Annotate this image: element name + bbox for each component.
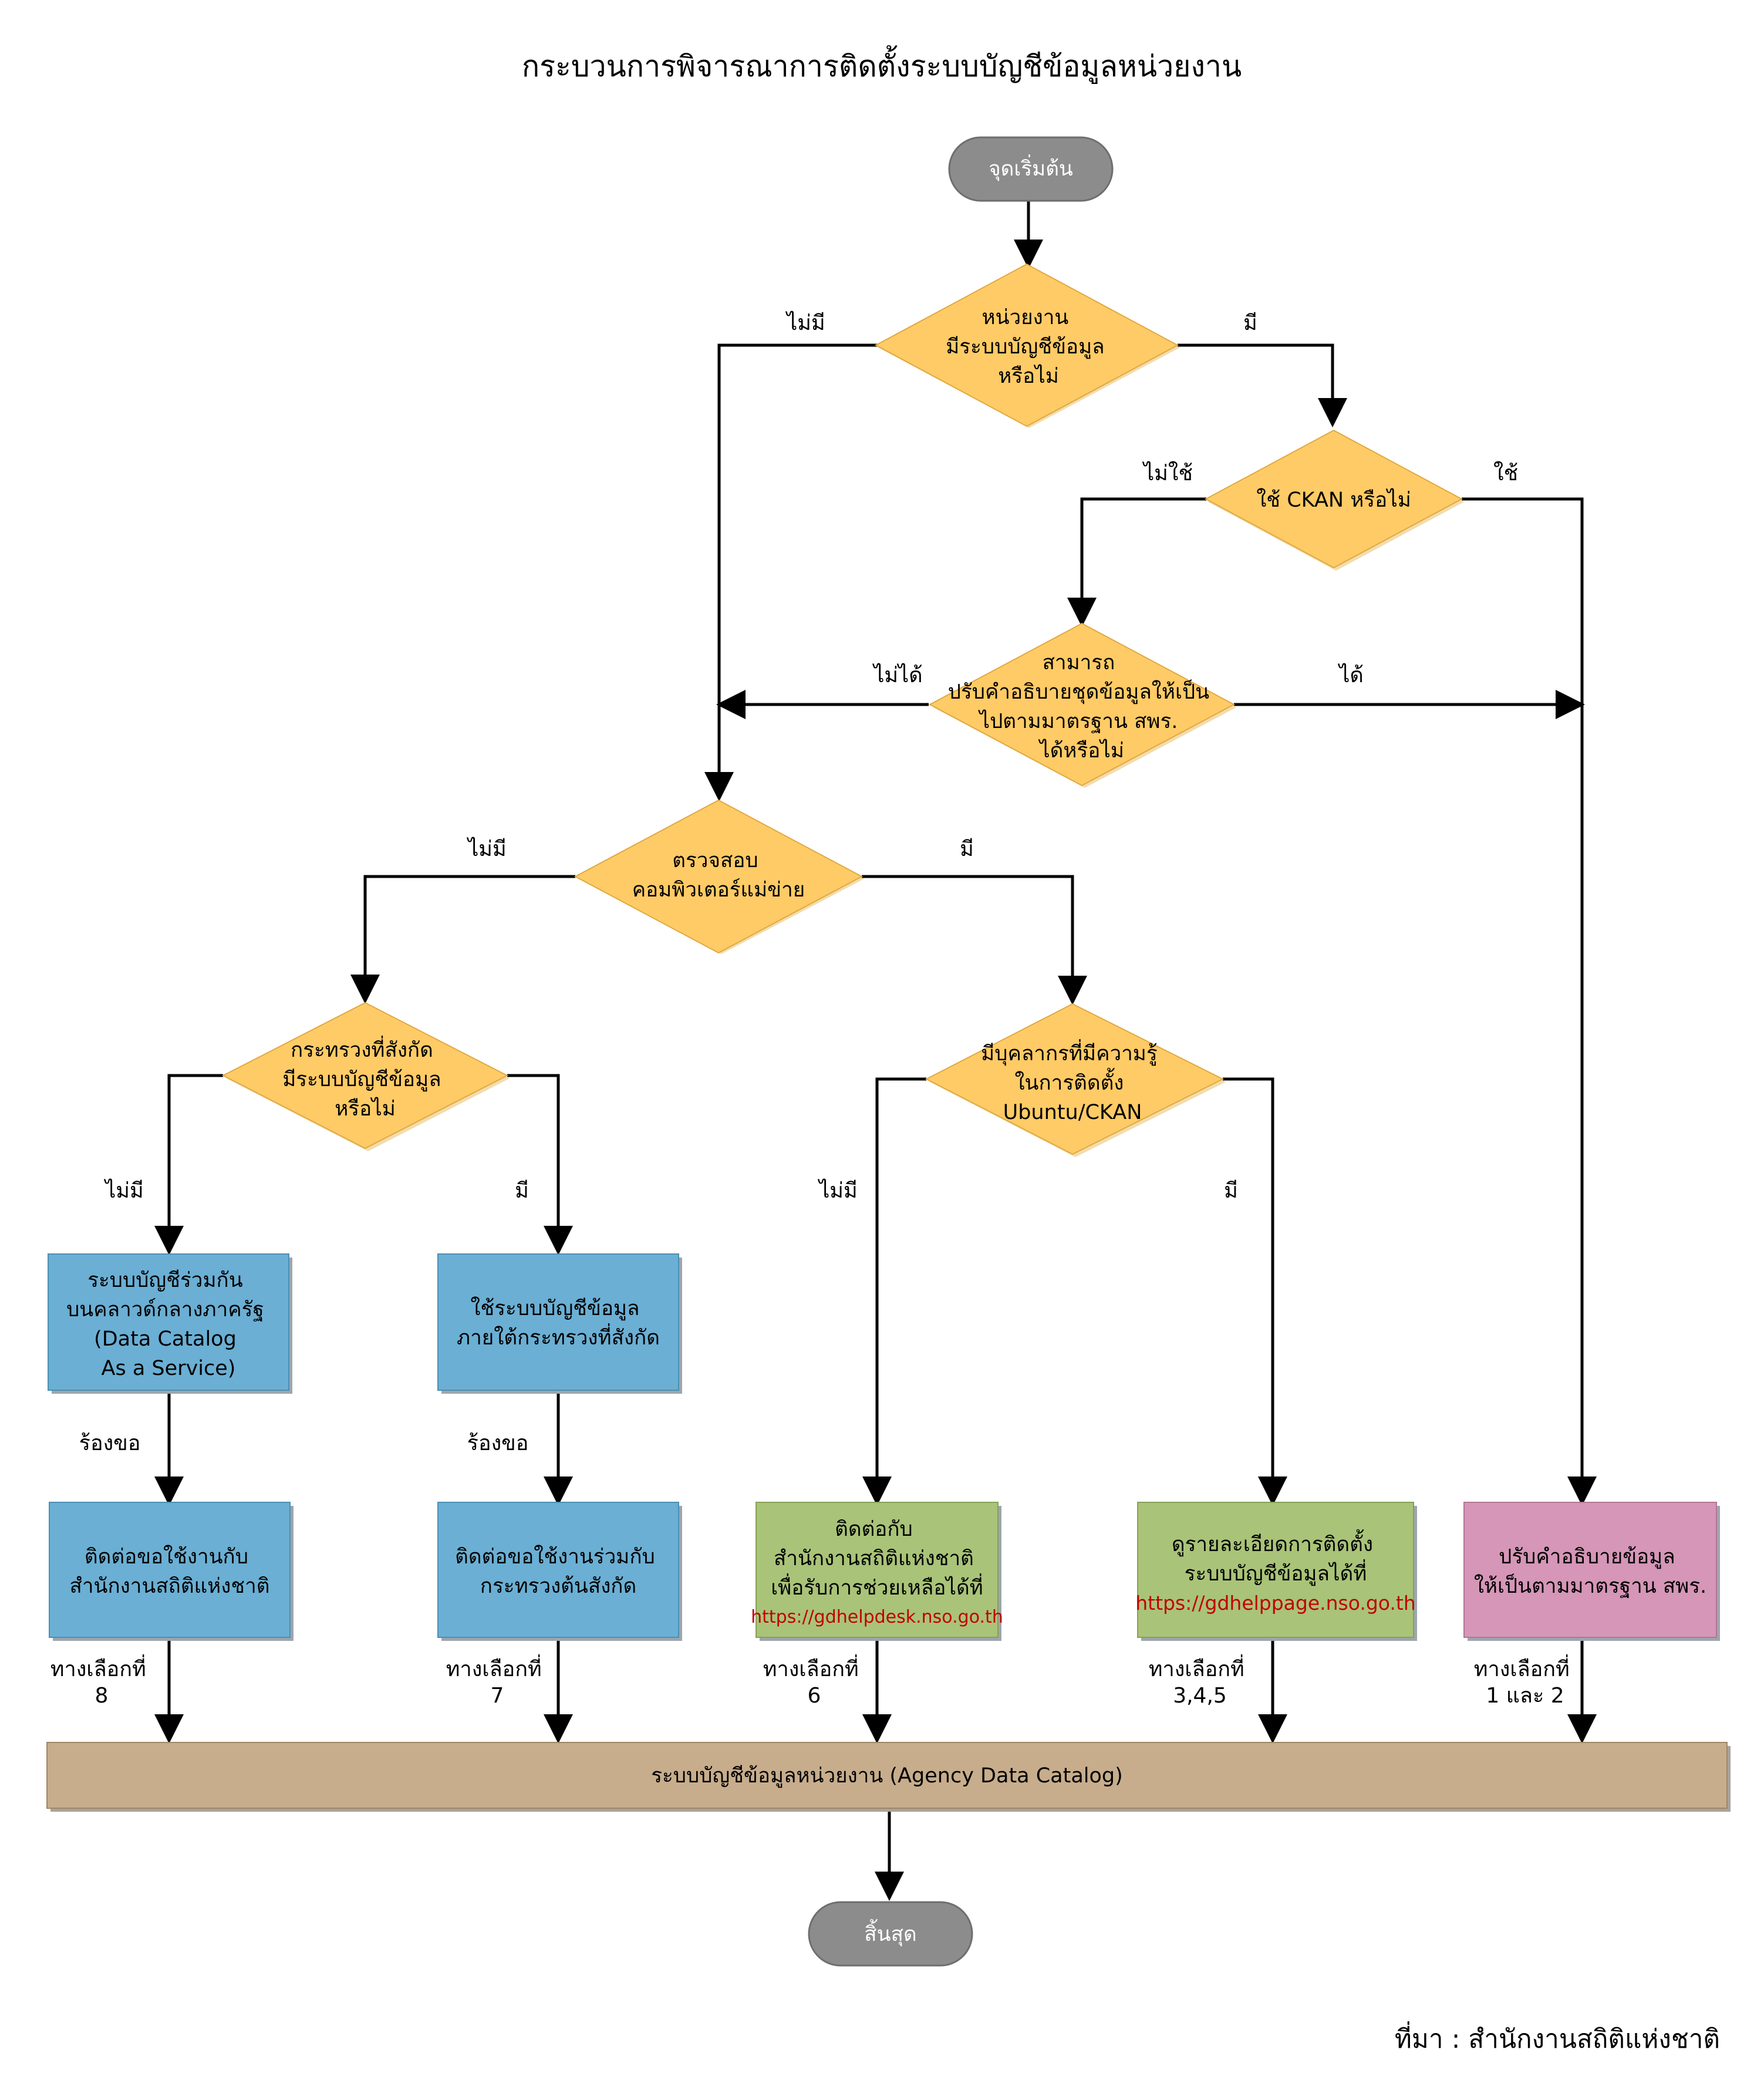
label-request-1: ร้องขอ xyxy=(79,1431,141,1455)
decision-ministry: กระทรวงที่สังกัด มีระบบบัญชีข้อมูล หรือไ… xyxy=(221,1002,510,1151)
label-ministry-no: ไม่มี xyxy=(103,1178,144,1203)
edge-ckan-no xyxy=(1067,497,1206,627)
start-terminal: จุดเริ่มต้น xyxy=(948,136,1114,202)
decision-check-server-text: ตรวจสอบ คอมพิวเตอร์แม่ข่าย xyxy=(632,849,805,902)
decision-can-adjust: สามารถ ปรับคำอธิบายชุดข้อมูลให้เป็น ไปตา… xyxy=(928,622,1236,788)
box-use-ministry-text: ใช้ระบบบัญชีข้อมูล ภายใต้กระทรวงที่สังกั… xyxy=(457,1296,660,1350)
label-option-6: ทางเลือกที่ 6 xyxy=(763,1654,866,1708)
source-note: ที่มา : สำนักงานสถิติแห่งชาติ xyxy=(1395,2021,1720,2054)
edge-catalog-yes xyxy=(1178,343,1347,427)
edge-server-no xyxy=(350,875,575,1004)
label-catalog-no: ไม่มี xyxy=(785,311,825,335)
box-helpdesk: ติดต่อกับ สำนักงานสถิติแห่งชาติ เพื่อรับ… xyxy=(751,1502,1003,1641)
decision-ministry-text: กระทรวงที่สังกัด มีระบบบัญชีข้อมูล หรือไ… xyxy=(282,1036,448,1121)
label-ckan-no: ไม่ใช้ xyxy=(1142,461,1193,486)
agency-data-catalog-bar: ระบบบัญชีข้อมูลหน่วยงาน (Agency Data Cat… xyxy=(46,1742,1731,1812)
box-adjust-text: ปรับคำอธิบายข้อมูล ให้เป็นตามมาตรฐาน สพร… xyxy=(1474,1545,1706,1598)
box-contact-ministry: ติดต่อขอใช้งานร่วมกับ กระทรวงต้นสังกัด xyxy=(437,1502,682,1641)
box-adjust-description: ปรับคำอธิบายข้อมูล ให้เป็นตามมาตรฐาน สพร… xyxy=(1463,1502,1720,1641)
start-label: จุดเริ่มต้น xyxy=(989,154,1073,181)
label-request-2: ร้องขอ xyxy=(467,1431,529,1455)
decision-check-server: ตรวจสอบ คอมพิวเตอร์แม่ข่าย xyxy=(574,799,864,954)
flow-connectors xyxy=(154,198,1597,1901)
label-server-no: ไม่มี xyxy=(466,837,507,861)
label-staff-yes: มี xyxy=(1224,1179,1238,1203)
box-use-ministry-catalog: ใช้ระบบบัญชีข้อมูล ภายใต้กระทรวงที่สังกั… xyxy=(437,1253,682,1394)
box-contact-ministry-text: ติดต่อขอใช้งานร่วมกับ กระทรวงต้นสังกัด xyxy=(455,1545,662,1598)
label-adjust-yes: ได้ xyxy=(1337,663,1363,687)
box-helpdesk-text: ติดต่อกับ สำนักงานสถิติแห่งชาติ เพื่อรับ… xyxy=(771,1518,983,1600)
decision-use-ckan: ใช้ CKAN หรือไม่ xyxy=(1204,429,1464,571)
edge-ministry-no xyxy=(154,1074,223,1255)
agency-data-catalog-text: ระบบบัญชีข้อมูลหน่วยงาน (Agency Data Cat… xyxy=(651,1764,1123,1788)
label-catalog-yes: มี xyxy=(1243,311,1257,335)
helppage-link[interactable]: https://gdhelppage.nso.go.th xyxy=(1135,1592,1416,1614)
decision-can-adjust-text: สามารถ ปรับคำอธิบายชุดข้อมูลให้เป็น ไปตา… xyxy=(948,651,1216,763)
edge-staff-yes xyxy=(1223,1077,1287,1506)
page-title: กระบวนการพิจารณาการติดตั้งระบบบัญชีข้อมู… xyxy=(522,45,1242,84)
box-cloud-catalog-text: ระบบบัญชีร่วมกัน บนคลาวด์กลางภาครัฐ (Dat… xyxy=(66,1269,271,1380)
box-contact-nso-text: ติดต่อขอใช้งานกับ สำนักงานสถิติแห่งชาติ xyxy=(70,1545,270,1598)
box-helppage: ดูรายละเอียดการติดตั้ง ระบบบัญชีข้อมูลได… xyxy=(1135,1502,1417,1641)
box-cloud-catalog: ระบบบัญชีร่วมกัน บนคลาวด์กลางภาครัฐ (Dat… xyxy=(48,1253,292,1394)
decision-staff-text: มีบุคลากรที่มีความรู้ ในการติดตั้ง Ubunt… xyxy=(981,1039,1164,1124)
decision-has-catalog: หน่วยงาน มีระบบบัญชีข้อมูล หรือไม่ xyxy=(874,263,1180,428)
edge-server-yes xyxy=(862,875,1087,1005)
edge-staff-no xyxy=(862,1077,926,1506)
end-label: สิ้นสุด xyxy=(864,1919,916,1946)
label-server-yes: มี xyxy=(960,837,974,861)
label-ministry-yes: มี xyxy=(515,1179,529,1203)
label-option-8: ทางเลือกที่ 8 xyxy=(50,1654,153,1708)
label-option-7: ทางเลือกที่ 7 xyxy=(446,1654,549,1708)
edge-ckan-yes xyxy=(1462,497,1597,1506)
label-staff-no: ไม่มี xyxy=(817,1178,858,1203)
decision-staff: มีบุคลากรที่มีความรู้ ในการติดตั้ง Ubunt… xyxy=(925,1003,1226,1157)
label-adjust-no: ไม่ได้ xyxy=(872,663,922,687)
helpdesk-link[interactable]: https://gdhelpdesk.nso.go.th xyxy=(751,1607,1003,1627)
edge-catalog-no xyxy=(704,343,878,801)
edge-ministry-yes xyxy=(507,1074,573,1255)
decision-use-ckan-text: ใช้ CKAN หรือไม่ xyxy=(1256,488,1411,512)
label-option-12: ทางเลือกที่ 1 และ 2 xyxy=(1474,1654,1577,1708)
label-ckan-yes: ใช้ xyxy=(1493,461,1518,486)
decision-has-catalog-text: หน่วยงาน มีระบบบัญชีข้อมูล หรือไม่ xyxy=(946,306,1111,388)
box-helppage-text: ดูรายละเอียดการติดตั้ง ระบบบัญชีข้อมูลได… xyxy=(1172,1529,1380,1586)
edge-labels: ไม่มี มี ไม่ใช้ ใช้ ไม่ได้ ได้ ไม่มี มี … xyxy=(50,311,1577,1708)
label-option-345: ทางเลือกที่ 3,4,5 xyxy=(1149,1654,1252,1708)
end-terminal: สิ้นสุด xyxy=(808,1901,973,1967)
box-contact-nso: ติดต่อขอใช้งานกับ สำนักงานสถิติแห่งชาติ xyxy=(49,1502,294,1641)
